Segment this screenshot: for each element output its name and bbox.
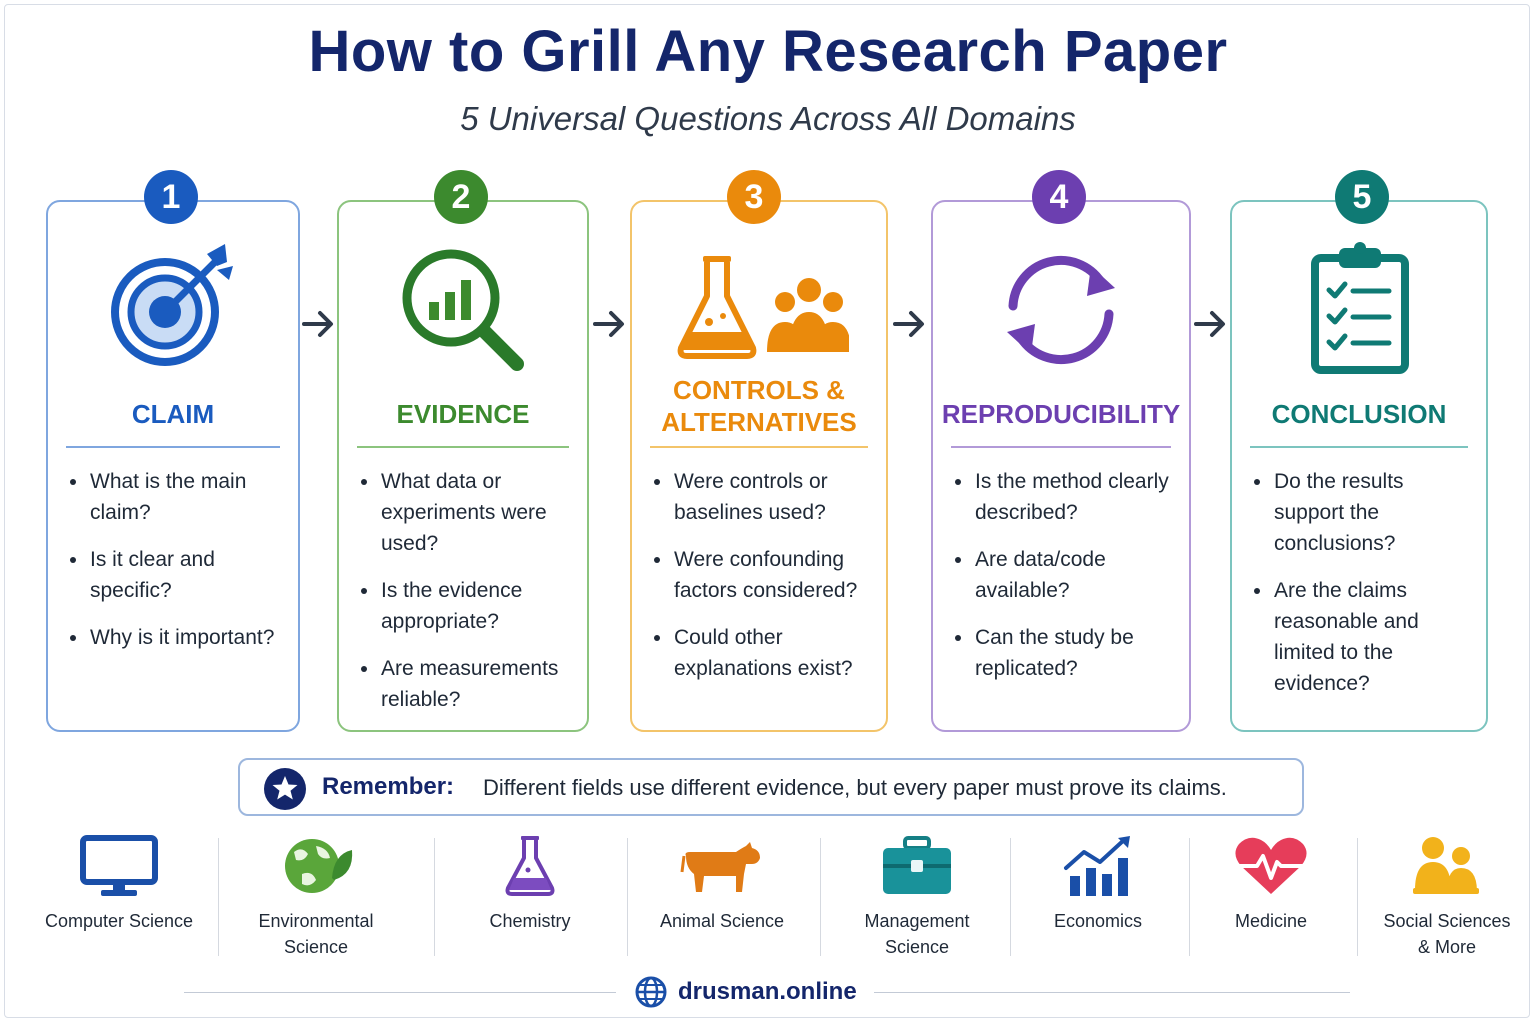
question-item: What data or experiments were used? [359,466,577,559]
step-number-badge: 5 [1335,170,1389,224]
question-list: What is the main claim? Is it clear and … [68,466,288,669]
domain-label: Medicine [1234,911,1308,931]
domain-computer-science: Computer Science [30,834,208,934]
question-list: What data or experiments were used? Is t… [359,466,577,731]
footer-rule-left [184,992,616,993]
domain-medicine: Medicine [1192,834,1350,934]
question-item: Do the results support the conclusions? [1252,466,1476,559]
footer-rule-right [874,992,1350,993]
question-item: Why is it important? [68,622,288,653]
domain-economics: Economics [1010,834,1186,934]
target-icon [48,240,298,390]
question-item: Could other explanations exist? [652,622,876,684]
arrow-right-icon [302,311,333,337]
page-title: How to Grill Any Research Paper [308,19,1228,84]
domain-animal-science: Animal Science [632,834,812,934]
globe-icon [635,976,667,1008]
title-divider [66,446,280,448]
page-frame [4,4,1530,1018]
step-title: EVIDENCE [396,399,530,429]
remember-banner: Remember: Different fields use different… [238,758,1304,816]
domain-divider [627,838,628,956]
title-divider [650,446,868,448]
magnifier-chart-icon [339,240,587,390]
people-group-icon [1413,837,1479,894]
step-title: CONTROLS & ALTERNATIVES [661,375,857,437]
domain-label: Animal Science [659,911,785,931]
question-list: Is the method clearly described? Are dat… [953,466,1179,700]
question-item: Is the evidence appropriate? [359,575,577,637]
step-number-badge: 4 [1032,170,1086,224]
question-item: What is the main claim? [68,466,288,528]
star-badge-icon [264,768,306,810]
step-number-badge: 2 [434,170,488,224]
domain-label: Economics [1053,911,1143,931]
step-title: CONCLUSION [1271,399,1447,429]
step-number-badge: 3 [727,170,781,224]
domain-divider [434,838,435,956]
step-number-badge: 1 [144,170,198,224]
domain-divider [1357,838,1358,956]
footer-site-link[interactable]: drusman.online [678,978,857,1005]
flask-icon [505,836,555,896]
step-card-conclusion: CONCLUSION Do the results support the co… [1230,200,1488,732]
question-item: Are data/code available? [953,544,1179,606]
briefcase-icon [883,836,951,894]
flask-people-icon [632,236,886,386]
question-item: Can the study be replicated? [953,622,1179,684]
step-card-evidence: EVIDENCE What data or experiments were u… [337,200,589,732]
question-item: Are the claims reasonable and limited to… [1252,575,1476,699]
domain-divider [1010,838,1011,956]
remember-label: Remember: [322,773,455,800]
clipboard-checklist-icon [1232,240,1486,390]
step-card-claim: CLAIM What is the main claim? Is it clea… [46,200,300,732]
domain-divider [820,838,821,956]
step-title: REPRODUCIBILITY [941,399,1181,429]
globe-leaf-icon [285,839,353,893]
cow-icon [680,842,760,892]
domain-label: Chemistry [489,911,571,931]
domain-social-sciences: Social Sciences& More [1366,834,1528,960]
domain-divider [218,838,219,956]
arrow-right-icon [893,311,924,337]
question-list: Were controls or baselines used? Were co… [652,466,876,700]
domain-label: Computer Science [44,911,194,931]
page-subtitle: 5 Universal Questions Across All Domains [460,100,1076,137]
question-list: Do the results support the conclusions? … [1252,466,1476,715]
arrow-right-icon [593,311,624,337]
title-divider [1250,446,1468,448]
question-item: Were confounding factors considered? [652,544,876,606]
step-title: CLAIM [131,399,215,429]
title-divider [357,446,569,448]
step-card-reproducibility: REPRODUCIBILITY Is the method clearly de… [931,200,1191,732]
monitor-icon [80,835,158,896]
refresh-cycle-icon [933,240,1189,390]
heartbeat-icon [1235,837,1307,894]
question-item: Are measurements reliable? [359,653,577,715]
question-item: Is the method clearly described? [953,466,1179,528]
domain-chemistry: Chemistry [440,834,620,934]
remember-text: Different fields use different evidence,… [483,775,1227,800]
question-item: Is it clear and specific? [68,544,288,606]
title-divider [951,446,1171,448]
question-item: Were controls or baselines used? [652,466,876,528]
step-card-controls: CONTROLS & ALTERNATIVES Were controls or… [630,200,888,732]
domain-label: Social Sciences& More [1383,911,1511,957]
growth-chart-icon [1064,836,1130,896]
domain-divider [1189,838,1190,956]
arrow-right-icon [1194,311,1225,337]
